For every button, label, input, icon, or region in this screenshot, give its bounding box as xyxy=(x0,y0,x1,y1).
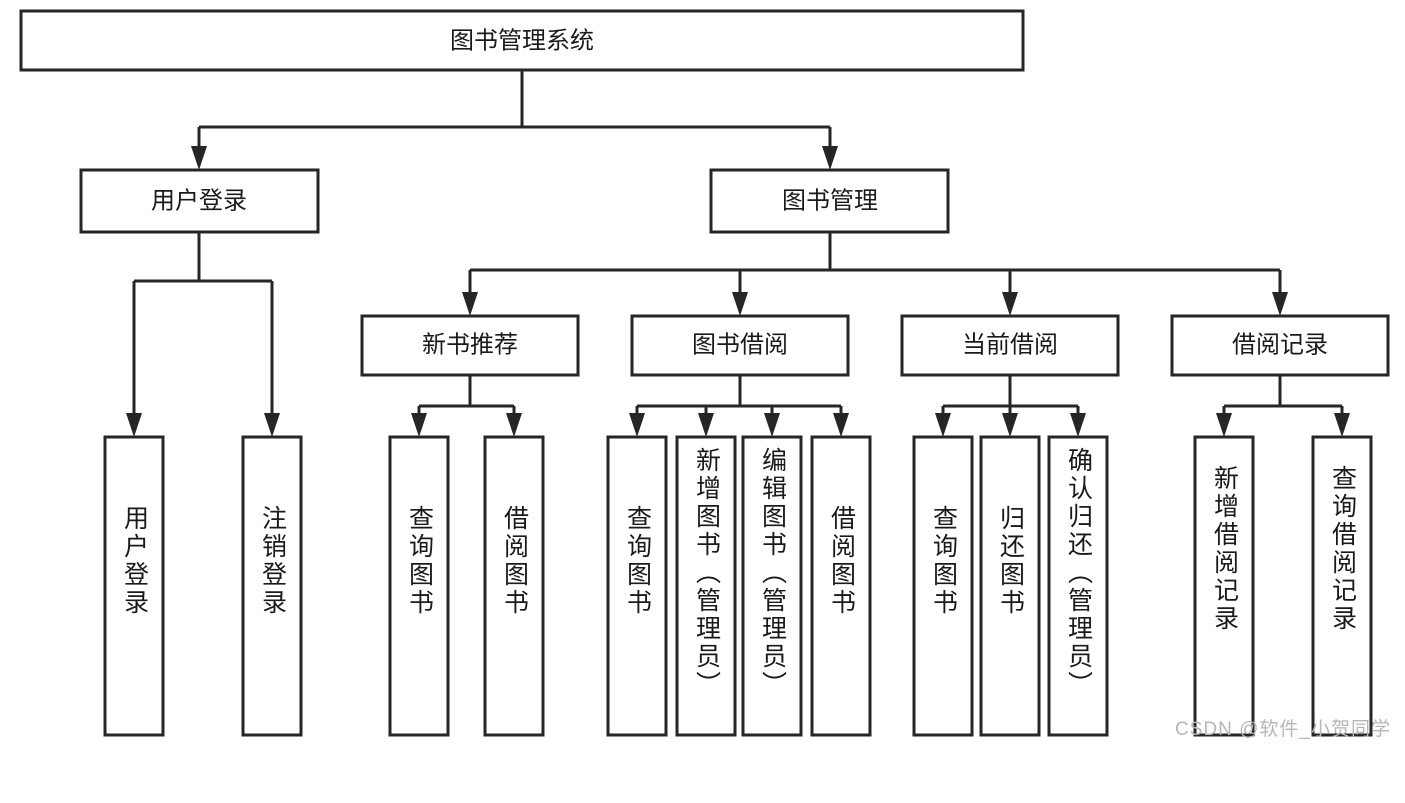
leaf-box-current-borrow-3[interactable] xyxy=(1047,435,1109,737)
node-user-login[interactable]: 用户登录 xyxy=(79,168,320,234)
leaf-box-new-book-1[interactable] xyxy=(388,435,450,737)
leaf-box-book-borrow-1[interactable] xyxy=(606,435,668,737)
leaf-box-new-book-2[interactable] xyxy=(483,435,545,737)
connector-bookborrow-to-leaves xyxy=(629,375,849,437)
leaf-box-borrow-record-2[interactable] xyxy=(1311,435,1373,737)
node-book-borrow[interactable]: 图书借阅 xyxy=(630,314,850,377)
node-root[interactable]: 图书管理系统 xyxy=(19,9,1025,72)
node-current-borrow[interactable]: 当前借阅 xyxy=(900,314,1120,377)
hierarchy-diagram: 图书管理系统 用户登录 图书管理 新书推荐 图书借阅 当前借阅 借阅记录 xyxy=(19,9,1391,740)
leaf-box-borrow-record-1[interactable] xyxy=(1193,435,1255,737)
node-borrow-record-label: 借阅记录 xyxy=(1232,331,1328,358)
node-current-borrow-label: 当前借阅 xyxy=(962,331,1058,358)
connector-root-to-level2 xyxy=(191,70,838,170)
leaf-box-book-borrow-4[interactable] xyxy=(810,435,872,737)
leaf-box-current-borrow-1[interactable] xyxy=(912,435,974,737)
node-borrow-record[interactable]: 借阅记录 xyxy=(1170,314,1390,377)
leaf-box-user-login-1[interactable] xyxy=(103,435,165,737)
diagram-canvas: 图书管理系统 用户登录 图书管理 新书推荐 图书借阅 当前借阅 借阅记录 xyxy=(19,9,1390,737)
node-root-label: 图书管理系统 xyxy=(450,27,594,54)
node-book-management[interactable]: 图书管理 xyxy=(709,168,950,234)
connector-newbook-to-leaves xyxy=(411,375,522,437)
node-new-book-recommend-label: 新书推荐 xyxy=(422,331,518,358)
watermark-text: CSDN @软件_小贺同学 xyxy=(1175,719,1391,740)
node-user-login-label: 用户登录 xyxy=(151,187,247,214)
leaf-box-current-borrow-2[interactable] xyxy=(979,435,1041,737)
connector-userlogin-to-leaves xyxy=(126,232,280,437)
leaf-box-book-borrow-2[interactable] xyxy=(675,435,737,737)
node-new-book-recommend[interactable]: 新书推荐 xyxy=(360,314,580,377)
connector-currentborrow-to-leaves xyxy=(935,375,1086,437)
connector-bookmgmt-to-level3 xyxy=(462,232,1288,316)
leaf-box-book-borrow-3[interactable] xyxy=(741,435,803,737)
node-book-management-label: 图书管理 xyxy=(782,187,878,214)
node-book-borrow-label: 图书借阅 xyxy=(692,331,788,358)
leaf-box-user-login-2[interactable] xyxy=(241,435,303,737)
connector-borrowrecord-to-leaves xyxy=(1216,375,1350,437)
